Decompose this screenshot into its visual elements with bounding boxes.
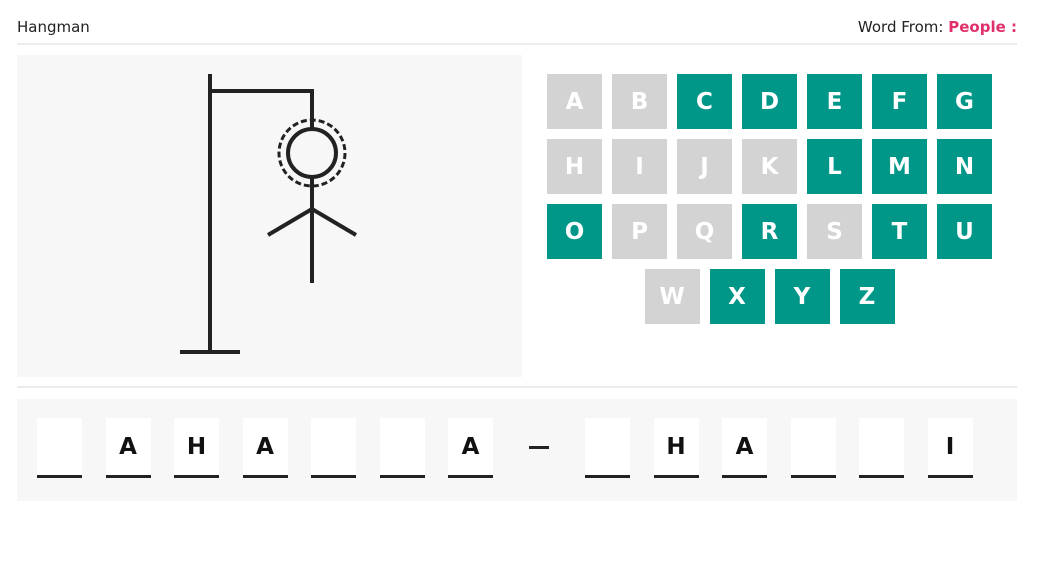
- letter-key-c[interactable]: C: [677, 74, 732, 129]
- letter-key-x[interactable]: X: [709, 269, 765, 324]
- app-title: Hangman: [17, 18, 90, 36]
- letter-key-u[interactable]: U: [937, 204, 992, 259]
- letter-key-e[interactable]: E: [807, 74, 862, 129]
- letter-key-r[interactable]: R: [742, 204, 797, 259]
- letter-key-j: J: [677, 139, 732, 194]
- revealed-letter-slot: H: [174, 418, 219, 478]
- letter-key-d[interactable]: D: [742, 74, 797, 129]
- letter-key-k: K: [742, 139, 797, 194]
- blank-letter-slot: [585, 418, 630, 478]
- blank-letter-slot: [379, 418, 425, 478]
- revealed-letter-slot: A: [105, 418, 151, 478]
- letter-key-l[interactable]: L: [807, 139, 862, 194]
- letter-key-o[interactable]: O: [547, 204, 602, 259]
- word-category-label: Word From: People :: [858, 18, 1017, 36]
- blank-letter-slot: [790, 418, 836, 478]
- hangman-left-arm: [266, 207, 314, 237]
- gallows-panel: [17, 55, 522, 377]
- section-divider: [17, 386, 1017, 388]
- revealed-letter-slot: A: [242, 418, 288, 478]
- letter-key-n[interactable]: N: [937, 139, 992, 194]
- category-name: People :: [948, 18, 1017, 36]
- letter-key-f[interactable]: F: [872, 74, 927, 129]
- hangman-right-arm: [310, 207, 358, 237]
- header-bar: Hangman Word From: People :: [17, 0, 1017, 45]
- letter-key-b: B: [612, 74, 667, 129]
- letter-key-s: S: [807, 204, 862, 259]
- blank-letter-slot: [859, 418, 904, 478]
- letter-key-w: W: [644, 269, 700, 324]
- word-from-label: Word From:: [857, 18, 944, 36]
- hangman-drawing: [180, 74, 358, 354]
- letter-key-g[interactable]: G: [937, 74, 992, 129]
- blank-letter-slot: [37, 418, 82, 478]
- letter-key-a: A: [547, 74, 602, 129]
- letter-key-y[interactable]: Y: [774, 269, 830, 324]
- revealed-letter-slot: I: [927, 418, 973, 478]
- letter-key-q: Q: [677, 204, 732, 259]
- hangman-head-highlight: [277, 118, 347, 188]
- letter-key-i: I: [612, 139, 667, 194]
- letter-key-h: H: [547, 139, 602, 194]
- hyphen-mark: [528, 446, 549, 449]
- hangman-head: [286, 127, 338, 179]
- letter-key-t[interactable]: T: [872, 204, 927, 259]
- letter-key-m[interactable]: M: [872, 139, 927, 194]
- revealed-letter-slot: A: [448, 418, 493, 478]
- revealed-letter-slot: H: [653, 418, 699, 478]
- blank-letter-slot: [311, 418, 356, 478]
- letter-key-p: P: [612, 204, 667, 259]
- revealed-letter-slot: A: [722, 418, 767, 478]
- letter-key-z[interactable]: Z: [839, 269, 895, 324]
- word-separator: [517, 418, 562, 478]
